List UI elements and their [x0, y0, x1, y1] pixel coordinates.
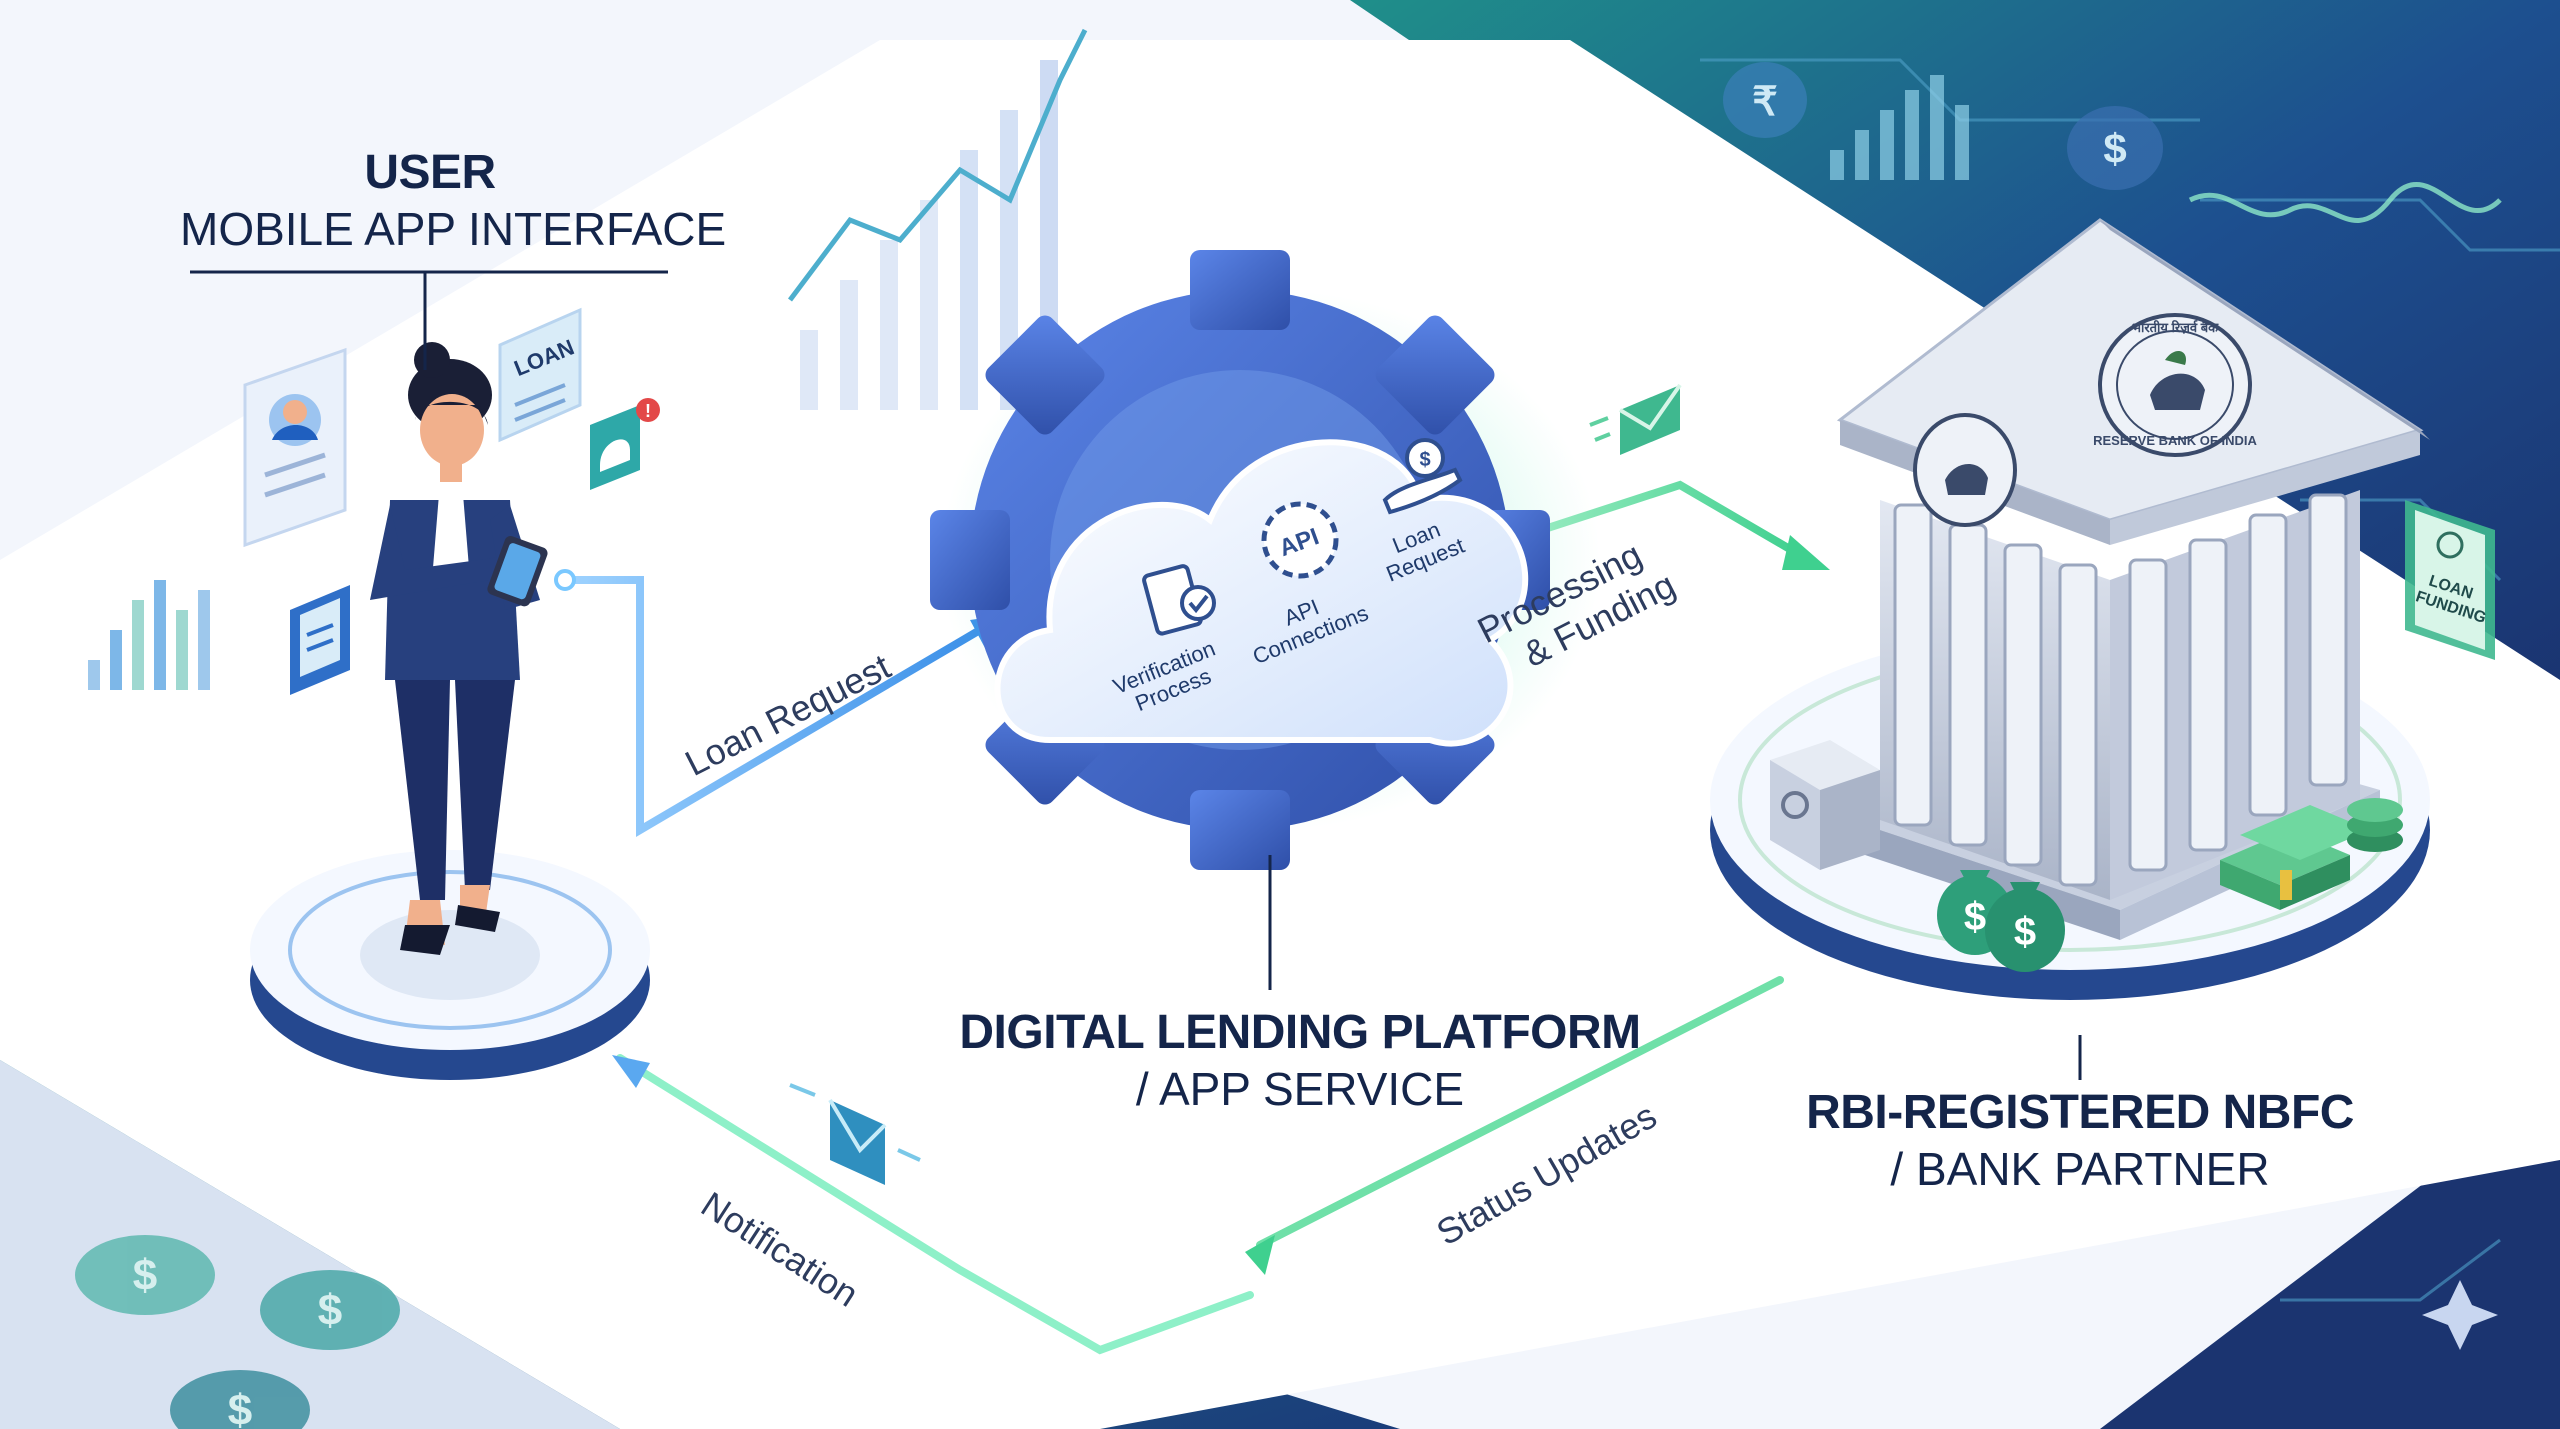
loan-document-icon: LOAN [498, 307, 582, 443]
cloud-shape [994, 439, 1529, 747]
svg-text:$: $ [318, 1286, 342, 1335]
svg-text:!: ! [645, 401, 651, 421]
seal-hindi-text: भारतीय रिज़र्व बैंक [2132, 320, 2219, 335]
bank-subtitle: / BANK PARTNER [1890, 1143, 2270, 1195]
right-bar-chart-icon [1830, 75, 1969, 180]
svg-text:$: $ [133, 1251, 157, 1300]
wave-line-icon [2188, 182, 2502, 223]
notification-bell-icon: ! [590, 398, 660, 490]
notification-arrowhead [612, 1055, 650, 1088]
notification-flow-line [616, 1054, 1254, 1355]
user-label: USER MOBILE APP INTERFACE [180, 145, 727, 257]
user-subtitle: MOBILE APP INTERFACE [180, 203, 727, 255]
loan-hand-icon: $ [1382, 438, 1463, 515]
svg-text:$: $ [1419, 449, 1430, 471]
verification-icon [1142, 564, 1216, 636]
svg-text:$: $ [2103, 125, 2126, 172]
cash-stack-icon [2220, 805, 2370, 910]
rbi-seal-icon: RESERVE BANK OF INDIA भारतीय रिज़र्व बैं… [2093, 313, 2257, 457]
coin-stack-icon: $ $ $ [75, 1235, 400, 1429]
loan-request-start-dot [554, 569, 576, 591]
floor-edge-left [0, 1060, 620, 1429]
coin-stack-small-icon [2347, 798, 2403, 852]
platform-subtitle: / APP SERVICE [1135, 1063, 1465, 1115]
api-gear-icon: API [1261, 501, 1339, 579]
envelope-icon [1589, 383, 1682, 455]
status-updates-flow-line [1256, 976, 1784, 1249]
svg-text:$: $ [1964, 895, 1986, 939]
sparkle-icon [2422, 1280, 2498, 1350]
svg-text:$: $ [2014, 910, 2036, 954]
processing-arrowhead [1782, 535, 1830, 570]
platform-title: DIGITAL LENDING PLATFORM [959, 1006, 1641, 1059]
loan-request-flow-line [561, 576, 984, 837]
money-bag-icon: $ $ [1937, 870, 2065, 972]
rbi-seal-small-icon [1913, 413, 2017, 527]
dollar-coin-icon: $ [2067, 106, 2163, 190]
rupee-coin-icon: ₹ [1723, 62, 1807, 138]
svg-text:₹: ₹ [1752, 80, 1777, 124]
bank-label: RBI-REGISTERED NBFC / BANK PARTNER [1730, 1085, 2430, 1197]
bank-title: RBI-REGISTERED NBFC [1806, 1086, 2354, 1139]
status-arrowhead [1245, 1235, 1275, 1275]
mini-bar-chart-icon [88, 580, 210, 690]
profile-card-icon [243, 347, 347, 548]
user-title: USER [364, 146, 496, 199]
envelope-icon-notification [789, 1083, 921, 1185]
user-pedestal [250, 850, 650, 1080]
user-figure [370, 342, 548, 955]
svg-text:$: $ [228, 1386, 252, 1429]
seal-text: RESERVE BANK OF INDIA [2093, 433, 2257, 448]
safe-icon [1770, 740, 1880, 870]
platform-label: DIGITAL LENDING PLATFORM / APP SERVICE [900, 1005, 1700, 1117]
loan-funding-card-icon: LOAN FUNDING [2405, 500, 2495, 660]
clipboard-icon [290, 585, 350, 695]
